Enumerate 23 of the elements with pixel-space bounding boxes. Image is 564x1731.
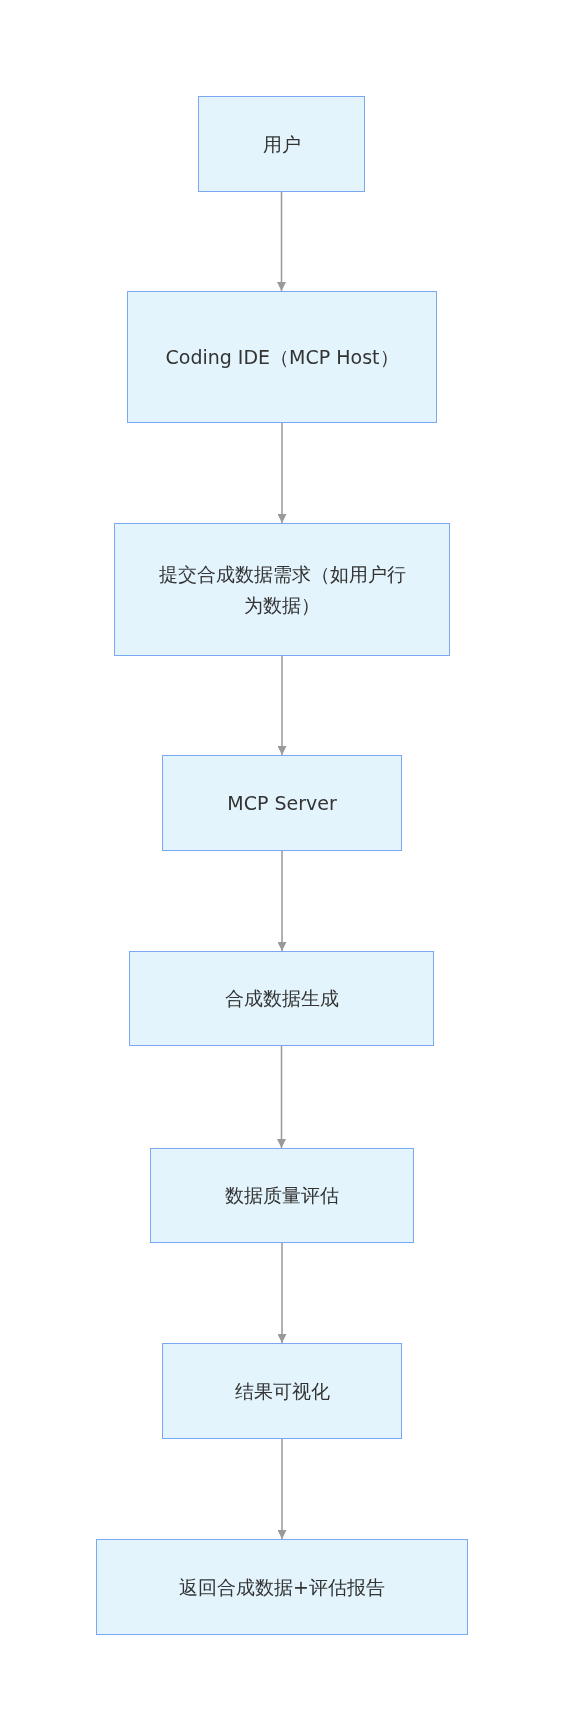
arrow: [277, 655, 287, 756]
node-label: 合成数据生成: [224, 986, 339, 1012]
node-label: MCP Server: [227, 790, 337, 816]
process-box: [162, 755, 402, 851]
process-box: [150, 1148, 414, 1243]
process-box: [162, 1343, 402, 1439]
process-box: [129, 951, 434, 1046]
arrow: [277, 1438, 287, 1540]
process-box: [198, 96, 365, 192]
process-box: [127, 291, 437, 423]
arrow: [277, 1045, 286, 1149]
node-label: 数据质量评估: [225, 1183, 339, 1209]
node-label: 用户: [262, 131, 301, 157]
node-label: 提交合成数据需求（如用户行为数据）: [157, 562, 407, 618]
process-box: [96, 1539, 468, 1635]
arrow: [277, 1242, 287, 1344]
process-box: [114, 523, 450, 656]
arrow: [277, 850, 287, 952]
arrow: [277, 422, 287, 524]
node-label: 结果可视化: [234, 1378, 330, 1404]
arrow: [277, 191, 286, 292]
node-label: 返回合成数据+评估报告: [179, 1574, 385, 1600]
node-label: Coding IDE（MCP Host）: [165, 344, 399, 370]
